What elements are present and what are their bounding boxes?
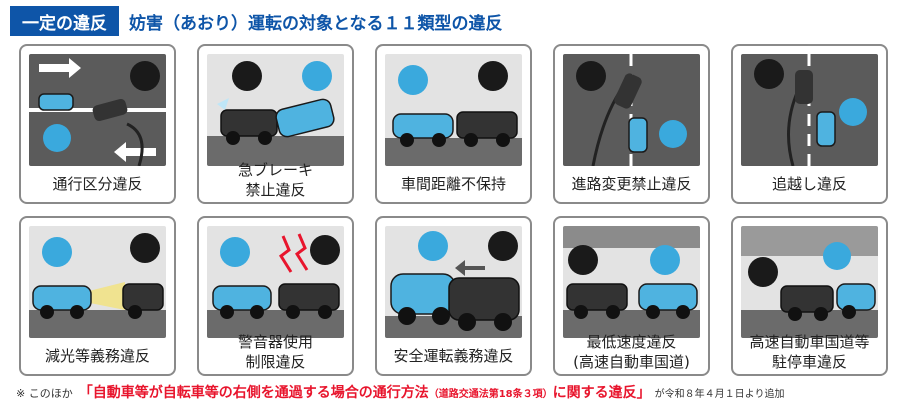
footnote-main-close: に関する違反」 (552, 385, 651, 401)
card-overtaking: 追越し違反 (731, 44, 888, 204)
card-lane-violation: 通行区分違反 (19, 44, 176, 204)
label-line: 追越し違反 (771, 175, 847, 193)
card-following-distance: 車間距離不保持 (375, 44, 532, 204)
card-label: 警音器使用 制限違反 (199, 330, 352, 374)
footnote: ※ このほか 「自動車等が自転車等の右側を通過する場合の通行方法（道路交通法第1… (16, 382, 784, 402)
header-title: 妨害（あおり）運転の対象となる１１類型の違反 (129, 13, 503, 34)
overtaking-illustration (741, 54, 878, 166)
label-line: 急ブレーキ (237, 161, 313, 179)
card-label: 車間距離不保持 (377, 166, 530, 202)
label-line: 通行区分違反 (52, 175, 143, 193)
label-line: 禁止違反 (245, 181, 306, 199)
headlight-dimming-illustration (29, 226, 166, 338)
label-line: (高速自動車国道) (573, 353, 690, 371)
card-lane-change: 進路変更禁止違反 (553, 44, 710, 204)
sudden-braking-illustration (207, 54, 344, 166)
card-label: 最低速度違反 (高速自動車国道) (555, 330, 708, 374)
card-sudden-braking: 急ブレーキ 禁止違反 (197, 44, 354, 204)
label-line: 駐停車違反 (771, 353, 847, 371)
label-line: 車間距離不保持 (400, 175, 506, 193)
card-label: 通行区分違反 (21, 166, 174, 202)
label-line: 安全運転義務違反 (393, 347, 514, 365)
highway-stopping-illustration (741, 226, 878, 338)
card-label: 安全運転義務違反 (377, 338, 530, 374)
header-badge: 一定の違反 (10, 6, 119, 36)
card-label: 進路変更禁止違反 (555, 166, 708, 202)
lane-change-illustration (563, 54, 700, 166)
footnote-law-reference: （道路交通法第18条３項） (428, 389, 553, 400)
section-header: 一定の違反 妨害（あおり）運転の対象となる１１類型の違反 (10, 6, 503, 36)
card-headlight-dimming: 減光等義務違反 (19, 216, 176, 376)
label-line: 高速自動車国道等 (749, 333, 870, 351)
horn-restriction-illustration (207, 226, 344, 338)
minimum-speed-illustration (563, 226, 700, 338)
card-highway-stopping: 高速自動車国道等 駐停車違反 (731, 216, 888, 376)
label-line: 警音器使用 (237, 333, 313, 351)
label-line: 制限違反 (245, 353, 306, 371)
card-safe-driving: 安全運転義務違反 (375, 216, 532, 376)
label-line: 最低速度違反 (586, 333, 677, 351)
following-distance-illustration (385, 54, 522, 166)
lane-violation-illustration (29, 54, 166, 166)
footnote-suffix: が令和８年４月１日より追加 (654, 389, 785, 400)
footnote-main: 「自動車等が自転車等の右側を通過する場合の通行方法（道路交通法第18条３項）に関… (79, 382, 651, 402)
card-minimum-speed: 最低速度違反 (高速自動車国道) (553, 216, 710, 376)
label-line: 減光等義務違反 (44, 347, 150, 365)
footnote-main-open: 「自動車等が自転車等の右側を通過する場合の通行方法 (78, 385, 429, 401)
safe-driving-illustration (385, 226, 522, 338)
card-horn-restriction: 警音器使用 制限違反 (197, 216, 354, 376)
label-line: 進路変更禁止違反 (571, 175, 692, 193)
card-label: 追越し違反 (733, 166, 886, 202)
card-label: 減光等義務違反 (21, 338, 174, 374)
violation-grid: 通行区分違反 急ブレーキ 禁止違反 (19, 44, 889, 376)
card-label: 急ブレーキ 禁止違反 (199, 158, 352, 202)
card-label: 高速自動車国道等 駐停車違反 (733, 330, 886, 374)
footnote-prefix: ※ このほか (16, 387, 73, 400)
